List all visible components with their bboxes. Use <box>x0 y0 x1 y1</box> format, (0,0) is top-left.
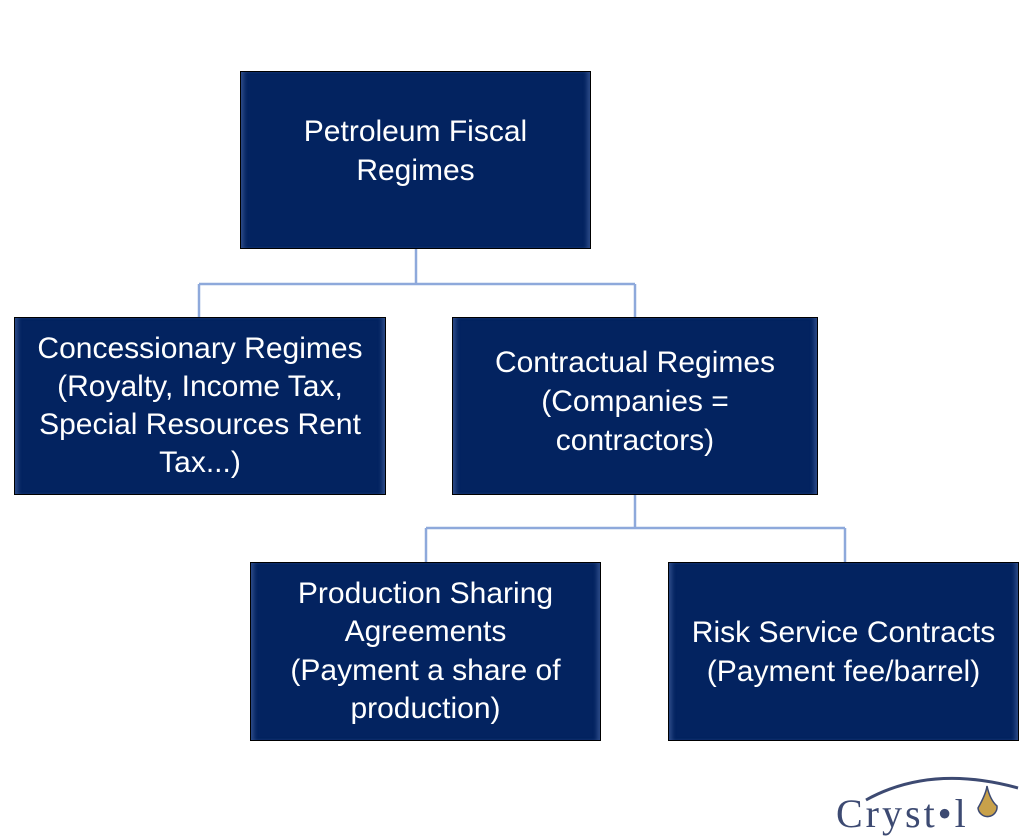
node-concessionary-regimes: Concessionary Regimes (Royalty, Income T… <box>14 317 386 495</box>
node-contractual-regimes: Contractual Regimes (Companies = contrac… <box>452 317 818 495</box>
node-label: Risk Service Contracts (Payment fee/barr… <box>691 615 996 688</box>
node-production-sharing-agreements: Production Sharing Agreements (Payment a… <box>250 562 601 741</box>
crystol-logo: Cryst•l <box>836 770 1026 836</box>
logo-swoosh-icon <box>865 776 1019 818</box>
node-risk-service-contracts: Risk Service Contracts (Payment fee/barr… <box>668 562 1019 741</box>
logo-text: Cryst•l <box>836 791 969 836</box>
node-label: Petroleum Fiscal Regimes <box>303 115 528 187</box>
node-label: Contractual Regimes (Companies = contrac… <box>494 345 776 457</box>
node-label: Concessionary Regimes (Royalty, Income T… <box>37 332 363 479</box>
node-label: Production Sharing Agreements (Payment a… <box>290 576 561 726</box>
node-petroleum-fiscal-regimes: Petroleum Fiscal Regimes <box>240 71 591 249</box>
